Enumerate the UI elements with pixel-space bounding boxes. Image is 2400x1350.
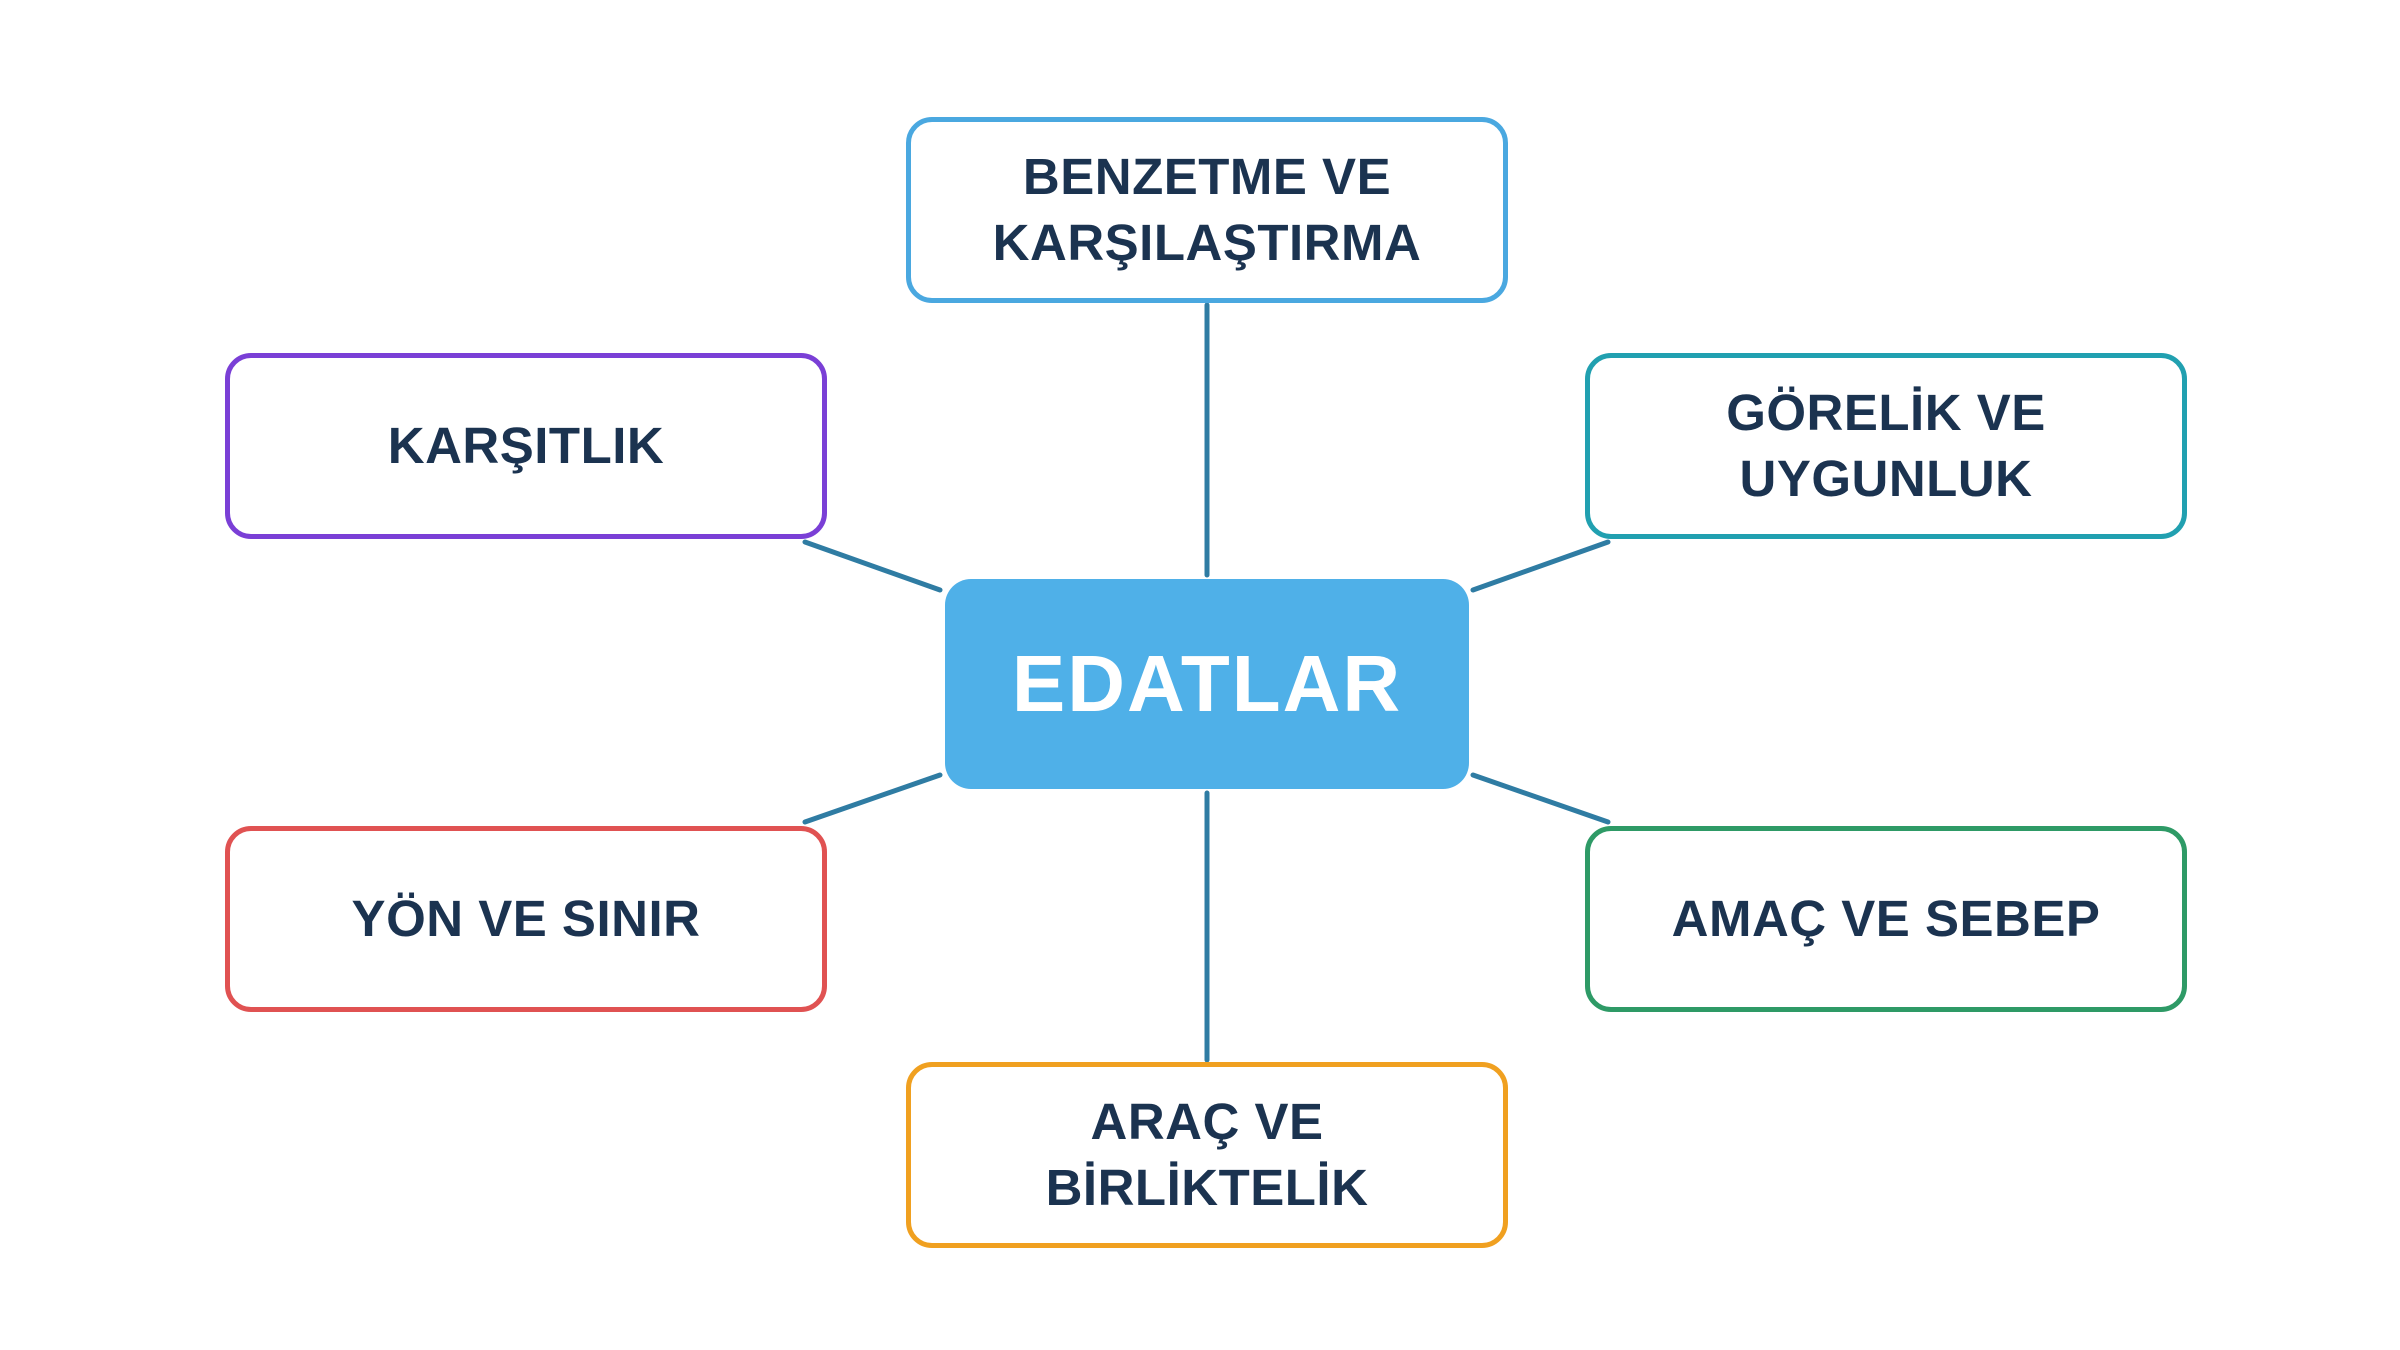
node-benzetme-ve-karsilastirma: BENZETME VE KARŞILAŞTIRMA [906, 117, 1508, 303]
node-label: GÖRELİK VE UYGUNLUK [1726, 384, 2046, 507]
node-label: ARAÇ VE BİRLİKTELİK [1045, 1093, 1369, 1216]
connector-upper-left [802, 539, 943, 593]
connector-lower-left [802, 772, 943, 825]
connector-lower-right [1470, 772, 1611, 825]
node-karsitlik: KARŞITLIK [225, 353, 827, 539]
center-label: EDATLAR [1011, 639, 1403, 728]
center-node: EDATLAR [945, 579, 1469, 789]
node-arac-ve-birliktelik: ARAÇ VE BİRLİKTELİK [906, 1062, 1508, 1248]
node-amac-ve-sebep: AMAÇ VE SEBEP [1585, 826, 2187, 1012]
node-label: AMAÇ VE SEBEP [1671, 890, 2101, 947]
node-gorelik-ve-uygunluk: GÖRELİK VE UYGUNLUK [1585, 353, 2187, 539]
node-label: YÖN VE SINIR [351, 890, 701, 947]
node-label: KARŞITLIK [387, 417, 665, 474]
node-yon-ve-sinir: YÖN VE SINIR [225, 826, 827, 1012]
connector-upper-right [1470, 539, 1611, 593]
node-label: BENZETME VE KARŞILAŞTIRMA [992, 148, 1422, 271]
